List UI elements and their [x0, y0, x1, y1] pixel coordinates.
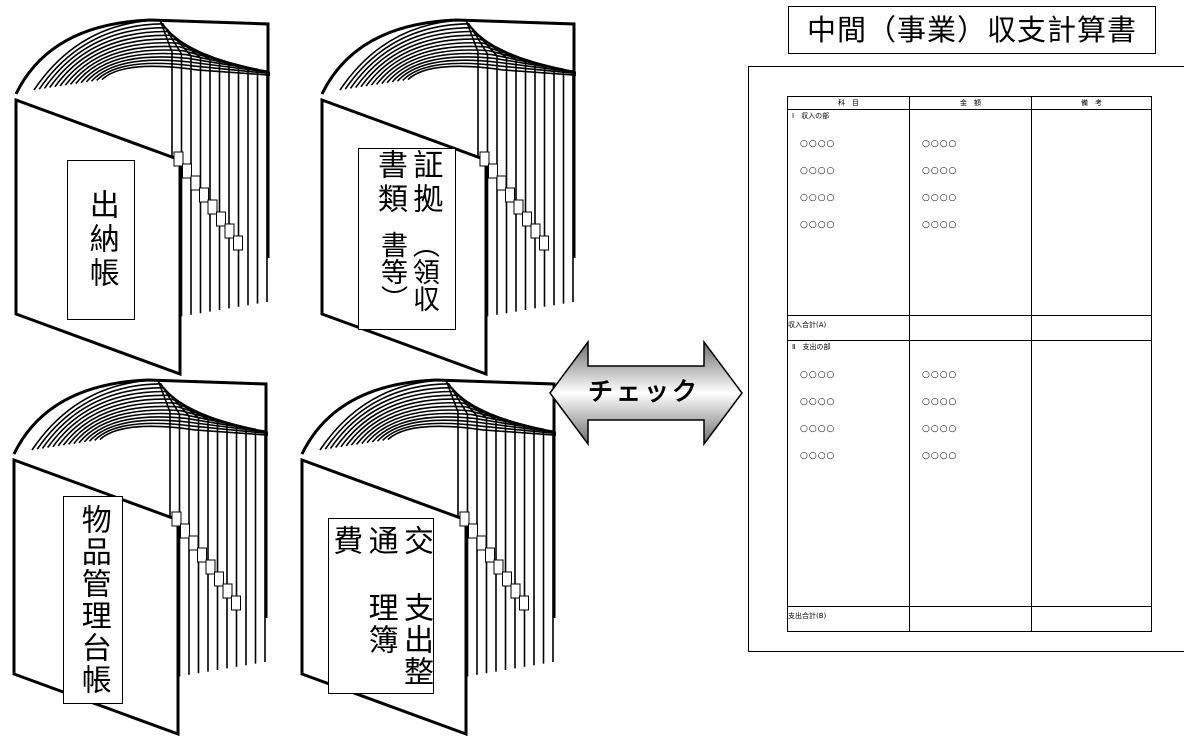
list-item: ○○○○ — [922, 397, 958, 407]
income-total-label: 収入合計(A) — [787, 315, 910, 341]
book-label-travel-expense-line1: 交通費 — [327, 525, 433, 557]
income-amount-cell: ○○○○ ○○○○ ○○○○ ○○○○ — [909, 109, 1032, 316]
income-subject-list: ○○○○ ○○○○ ○○○○ ○○○○ — [788, 123, 909, 239]
expense-remarks-cell — [1031, 340, 1152, 607]
expense-subject-list: ○○○○ ○○○○ ○○○○ ○○○○ — [788, 354, 909, 470]
list-item: ○○○○ — [800, 139, 836, 149]
header-remarks: 備 考 — [1031, 96, 1152, 110]
book-label-evidence: 証拠書類 （領収書等） — [358, 148, 456, 330]
income-subject-cell: Ⅰ 収入の部 ○○○○ ○○○○ ○○○○ ○○○○ — [787, 109, 910, 316]
income-amount-list: ○○○○ ○○○○ ○○○○ ○○○○ — [910, 123, 1031, 239]
expense-total-label: 支出合計(B) — [787, 606, 910, 632]
spacer — [910, 341, 1031, 354]
income-section-row: Ⅰ 収入の部 ○○○○ ○○○○ ○○○○ ○○○○ ○○○○ ○○○○ ○○○… — [787, 109, 1152, 316]
expense-section-label: Ⅱ 支出の部 — [792, 343, 831, 351]
income-expenditure-statement: 科 目 金 額 備 考 Ⅰ 収入の部 ○○○○ ○○○○ ○○○○ ○○○○ ○… — [787, 96, 1152, 632]
list-item: ○○○○ — [922, 193, 958, 203]
book-label-evidence-sub: （領収書等） — [376, 231, 439, 313]
list-item: ○○○○ — [800, 397, 836, 407]
list-item: ○○○○ — [800, 424, 836, 434]
income-total-amount — [909, 315, 1032, 341]
document-title: 中間（事業）収支計算書 — [788, 6, 1156, 54]
spacer — [910, 110, 1031, 123]
list-item: ○○○○ — [800, 193, 836, 203]
list-item: ○○○○ — [922, 220, 958, 230]
list-item: ○○○○ — [922, 451, 958, 461]
book-label-asset-register: 物品管理台帳 — [63, 496, 123, 704]
book-asset-register: 物品管理台帳 — [8, 378, 268, 738]
book-label-travel-expense-line2: 支出整理簿 — [362, 591, 433, 688]
expense-section-row: Ⅱ 支出の部 ○○○○ ○○○○ ○○○○ ○○○○ ○○○○ ○○○○ ○○○… — [787, 340, 1152, 607]
expense-total-remarks — [1031, 606, 1152, 632]
expense-total-amount — [909, 606, 1032, 632]
book-label-evidence-main: 証拠書類 — [372, 149, 443, 217]
book-evidence-documents: 証拠書類 （領収書等） — [316, 18, 576, 378]
income-total-row: 収入合計(A) — [787, 315, 1152, 341]
expense-subject-cell: Ⅱ 支出の部 ○○○○ ○○○○ ○○○○ ○○○○ — [787, 340, 910, 607]
expense-amount-list: ○○○○ ○○○○ ○○○○ ○○○○ — [910, 354, 1031, 470]
binder-icon — [12, 378, 268, 737]
binder-icon — [14, 18, 270, 377]
table-header-row: 科 目 金 額 備 考 — [787, 96, 1152, 110]
expense-amount-cell: ○○○○ ○○○○ ○○○○ ○○○○ — [909, 340, 1032, 607]
list-item: ○○○○ — [800, 451, 836, 461]
income-remarks-cell — [1031, 109, 1152, 316]
document-frame — [748, 66, 1184, 652]
list-item: ○○○○ — [922, 424, 958, 434]
list-item: ○○○○ — [800, 370, 836, 380]
book-label-cash-ledger: 出納帳 — [67, 160, 135, 320]
book-label-travel-expense: 交通費 支出整理簿 — [327, 518, 434, 694]
header-subject: 科 目 — [787, 96, 910, 110]
list-item: ○○○○ — [922, 166, 958, 176]
expense-total-row: 支出合計(B) — [787, 606, 1152, 632]
income-total-remarks — [1031, 315, 1152, 341]
header-amount: 金 額 — [909, 96, 1032, 110]
book-cash-ledger: 出納帳 — [10, 18, 270, 378]
income-section-label: Ⅰ 収入の部 — [792, 112, 830, 120]
double-arrow-icon — [549, 340, 743, 446]
list-item: ○○○○ — [922, 370, 958, 380]
list-item: ○○○○ — [800, 220, 836, 230]
check-label: チェック — [587, 377, 700, 406]
book-travel-expense-register: 交通費 支出整理簿 — [296, 378, 556, 738]
list-item: ○○○○ — [922, 139, 958, 149]
list-item: ○○○○ — [800, 166, 836, 176]
